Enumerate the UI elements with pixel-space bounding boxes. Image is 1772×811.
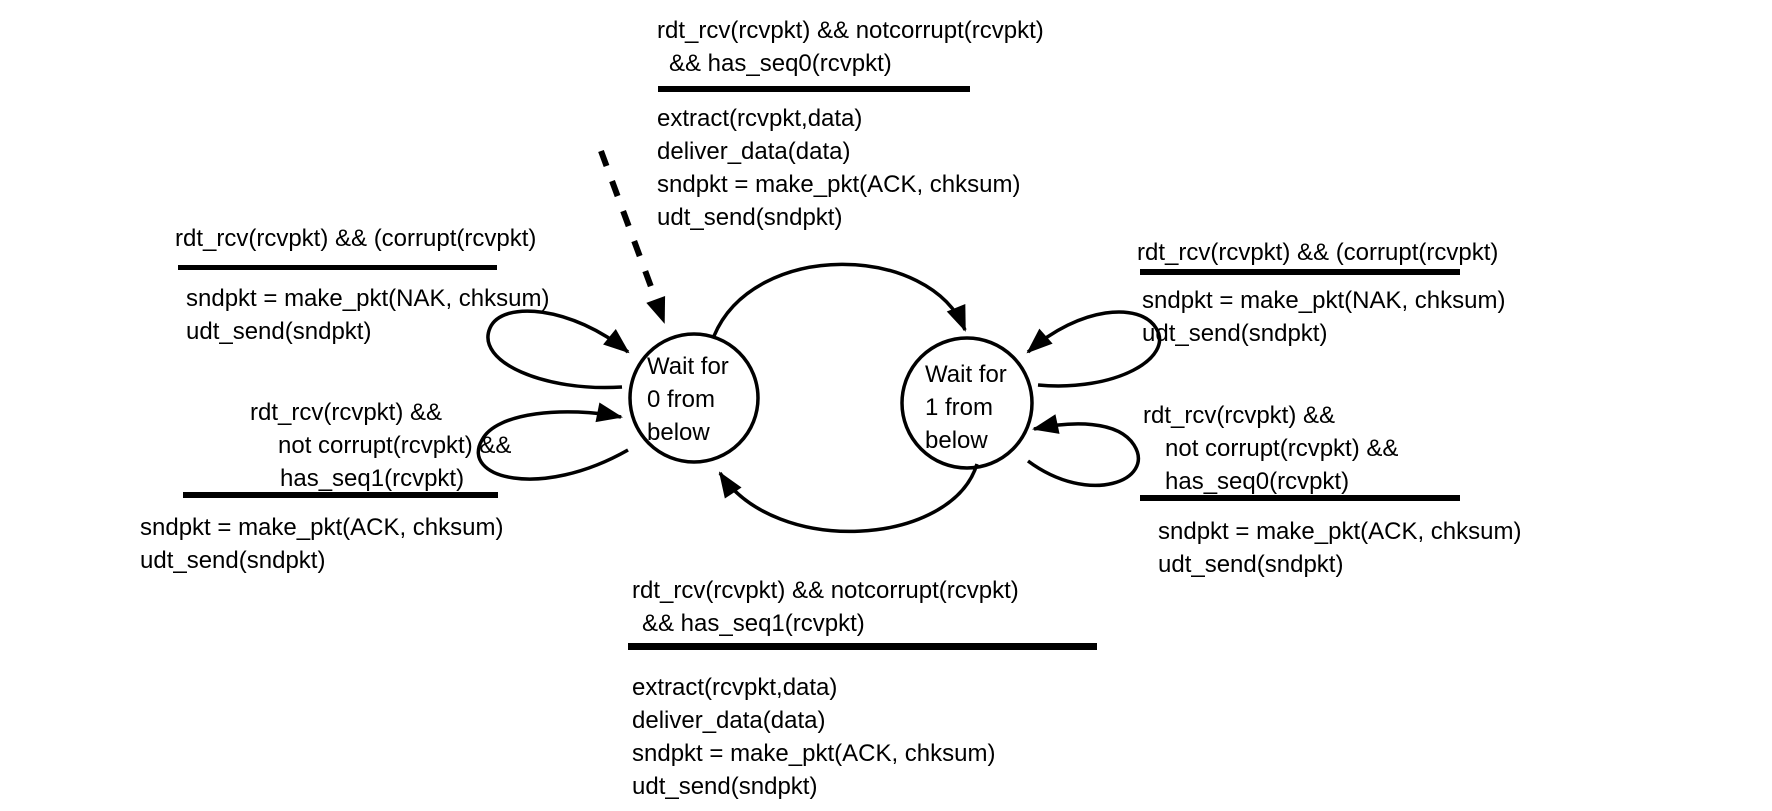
- state-label-line: 1 from: [925, 394, 994, 421]
- condition-action-separator: [658, 86, 970, 92]
- state-label-line: 0 from: [647, 386, 716, 413]
- state-label-wait1: Wait for 1 from below: [925, 358, 1007, 457]
- transition-label-wait0-to-wait1: rdt_rcv(rcvpkt) && notcorrupt(rcvpkt) &&…: [657, 14, 1044, 234]
- self-loop-wait1-upper: [1026, 310, 1162, 388]
- condition-line: rdt_rcv(rcvpkt) &&: [1143, 402, 1336, 429]
- action-line: udt_send(sndpkt): [140, 547, 326, 574]
- condition-line: has_seq1(rcvpkt): [280, 465, 465, 492]
- condition-action-separator: [183, 492, 498, 498]
- state-label-line: below: [647, 419, 710, 446]
- state-label-wait0: Wait for 0 from below: [647, 350, 729, 449]
- action-line: extract(rcvpkt,data): [657, 105, 863, 132]
- condition-action-separator: [1140, 269, 1460, 275]
- action-line: udt_send(sndpkt): [1158, 551, 1344, 578]
- transition-label-wait1-seq0: rdt_rcv(rcvpkt) && not corrupt(rcvpkt) &…: [1140, 399, 1522, 581]
- action-line: extract(rcvpkt,data): [632, 674, 838, 701]
- action-line: deliver_data(data): [632, 707, 826, 734]
- condition-line: has_seq0(rcvpkt): [1165, 468, 1350, 495]
- condition-line: rdt_rcv(rcvpkt) && (corrupt(rcvpkt): [175, 225, 537, 252]
- state-label-line: Wait for: [925, 361, 1007, 388]
- condition-line: rdt_rcv(rcvpkt) && (corrupt(rcvpkt): [1137, 239, 1499, 266]
- action-line: sndpkt = make_pkt(ACK, chksum): [140, 514, 504, 541]
- condition-line: rdt_rcv(rcvpkt) && notcorrupt(rcvpkt): [632, 577, 1019, 604]
- transition-label-wait0-corrupt: rdt_rcv(rcvpkt) && (corrupt(rcvpkt) sndp…: [175, 222, 549, 348]
- transition-label-wait1-to-wait0: rdt_rcv(rcvpkt) && notcorrupt(rcvpkt) &&…: [628, 574, 1097, 803]
- action-line: sndpkt = make_pkt(ACK, chksum): [657, 171, 1021, 198]
- state-label-line: below: [925, 427, 988, 454]
- condition-line: && has_seq0(rcvpkt): [669, 50, 892, 77]
- transition-arc-bottom: [718, 463, 979, 534]
- transition-label-wait0-seq1: rdt_rcv(rcvpkt) && not corrupt(rcvpkt) &…: [140, 396, 512, 577]
- state-circle-wait1: [900, 336, 1034, 470]
- self-loop-wait0-lower: [476, 402, 629, 481]
- condition-line: not corrupt(rcvpkt) &&: [1165, 435, 1399, 462]
- self-loop-wait0-upper: [486, 309, 630, 390]
- action-line: udt_send(sndpkt): [1142, 320, 1328, 347]
- action-line: deliver_data(data): [657, 138, 851, 165]
- condition-line: rdt_rcv(rcvpkt) && notcorrupt(rcvpkt): [657, 17, 1044, 44]
- action-line: udt_send(sndpkt): [186, 318, 372, 345]
- action-line: sndpkt = make_pkt(ACK, chksum): [632, 740, 996, 767]
- action-line: udt_send(sndpkt): [632, 773, 818, 800]
- state-label-line: Wait for: [647, 353, 729, 380]
- condition-action-separator: [1140, 495, 1460, 501]
- state-circle-wait0: [628, 332, 760, 464]
- condition-action-separator: [628, 643, 1097, 650]
- action-line: sndpkt = make_pkt(NAK, chksum): [1142, 287, 1506, 314]
- action-line: sndpkt = make_pkt(ACK, chksum): [1158, 518, 1522, 545]
- transition-label-wait1-corrupt: rdt_rcv(rcvpkt) && (corrupt(rcvpkt) sndp…: [1137, 236, 1505, 350]
- action-line: sndpkt = make_pkt(NAK, chksum): [186, 285, 550, 312]
- initial-state-arrow: [598, 149, 667, 324]
- action-line: udt_send(sndpkt): [657, 204, 843, 231]
- transition-arc-top: [712, 262, 967, 337]
- self-loop-wait1-lower: [1026, 414, 1141, 488]
- condition-line: && has_seq1(rcvpkt): [642, 610, 865, 637]
- condition-line: not corrupt(rcvpkt) &&: [278, 432, 512, 459]
- condition-action-separator: [178, 265, 497, 270]
- condition-line: rdt_rcv(rcvpkt) &&: [250, 399, 443, 426]
